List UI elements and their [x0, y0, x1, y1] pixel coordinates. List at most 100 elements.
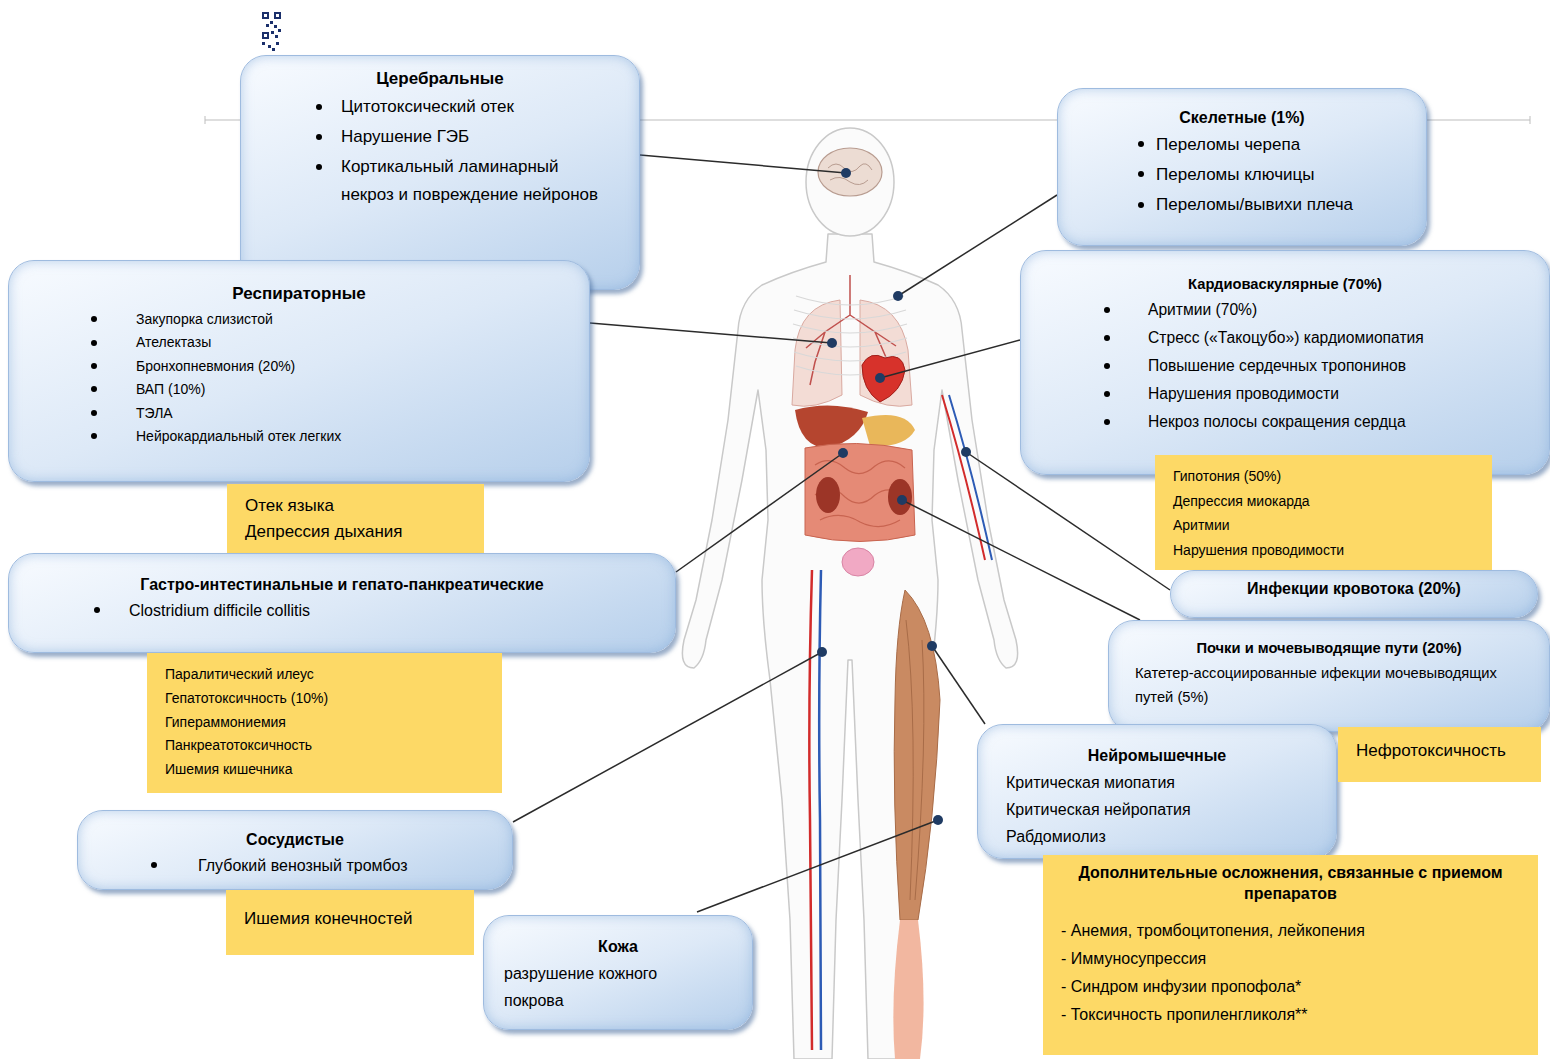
- list-item: Депрессия миокарда: [1155, 489, 1482, 514]
- list-item: Ишемия кишечника: [147, 758, 492, 782]
- list-item: Повышение сердечных тропонинов: [1021, 353, 1529, 378]
- box-heading: Респираторные: [9, 283, 569, 306]
- list-item: Закупорка слизистой: [9, 308, 569, 330]
- box-heading: Церебральные: [241, 68, 609, 91]
- thigh-muscle: [894, 590, 940, 920]
- bladder: [842, 548, 874, 576]
- bullet-dot: [1104, 419, 1110, 425]
- bullet-dot: [94, 607, 100, 613]
- box-heading: Нейромышечные: [978, 745, 1321, 767]
- drug-complication-box: Гипотония (50%)Депрессия миокардаАритмии…: [1155, 455, 1492, 570]
- list-item: Критическая миопатия: [978, 769, 1321, 796]
- complication-box: Гастро-интестинальные и гепато-панкреати…: [8, 553, 676, 653]
- bullet-dot: [1104, 307, 1110, 313]
- list-item: Цитотоксический отек: [241, 93, 609, 120]
- complication-item: Гипераммониемия: [165, 711, 492, 735]
- complication-item: Критическая миопатия: [1006, 769, 1321, 796]
- artery: [942, 395, 985, 560]
- bullet-dot: [316, 164, 322, 170]
- complication-box: НейромышечныеКритическая миопатияКритиче…: [977, 724, 1337, 859]
- head-outline: [806, 128, 894, 236]
- complication-box: РеспираторныеЗакупорка слизистойАтелекта…: [8, 260, 590, 482]
- box-heading: Кожа: [484, 936, 712, 958]
- complication-item: Бронхопневмония (20%): [136, 355, 569, 377]
- complication-item: Цитотоксический отек: [341, 93, 609, 120]
- list-item: Ишемия конечностей: [226, 907, 466, 931]
- complication-item: Гипотония (50%): [1173, 464, 1482, 489]
- bullet-dot: [1138, 171, 1144, 177]
- intestines: [805, 443, 915, 541]
- list-item: разрушение кожного покрова: [484, 960, 712, 1014]
- complication-item: Нефротоксичность: [1356, 739, 1533, 763]
- complication-item: Критическая нейропатия: [1006, 796, 1321, 823]
- bullet-dot: [91, 363, 97, 369]
- box-heading: Дополнительные осложнения, связанные с п…: [1043, 863, 1518, 905]
- list-item: ВАП (10%): [9, 378, 569, 400]
- complication-box: ЦеребральныеЦитотоксический отекНарушени…: [240, 55, 640, 290]
- bullet-dot: [91, 433, 97, 439]
- complication-item: Катетер-ассоциированные ифекции мочевыво…: [1135, 661, 1537, 710]
- list-item: Нарушение ГЭБ: [241, 123, 609, 150]
- bullet-dot: [91, 316, 97, 322]
- list-item: Гипераммониемия: [147, 711, 492, 735]
- muscle-fibres: [906, 620, 924, 900]
- list-item: Переломы/вывихи плеча: [1058, 191, 1406, 218]
- list-item: Нарушения проводимости: [1155, 538, 1482, 563]
- vein: [819, 570, 821, 1050]
- complication-item: Нарушения проводимости: [1148, 381, 1529, 406]
- list-item: Нефротоксичность: [1338, 739, 1533, 763]
- bullet-dot: [1138, 202, 1144, 208]
- box-heading: Гастро-интестинальные и гепато-панкреати…: [9, 574, 655, 596]
- list-item: Критическая нейропатия: [978, 796, 1321, 823]
- complication-item: - Токсичность пропиленгликоля**: [1061, 1001, 1518, 1029]
- brain-gyri: [828, 164, 872, 185]
- bullet-dot: [316, 104, 322, 110]
- complication-item: Некроз полосы сокращения сердца: [1148, 409, 1529, 434]
- drug-complication-box: Паралитический илеусГепатотоксичность (1…: [147, 653, 502, 793]
- complication-item: Депрессия дыхания: [245, 519, 474, 545]
- drug-complication-box: Нефротоксичность: [1338, 727, 1541, 782]
- complication-item: Переломы/вывихи плеча: [1156, 191, 1406, 218]
- list-item: Некроз полосы сокращения сердца: [1021, 409, 1529, 434]
- complication-item: Нарушение ГЭБ: [341, 123, 609, 150]
- complication-item: ТЭЛА: [136, 402, 569, 424]
- complication-item: Депрессия миокарда: [1173, 489, 1482, 514]
- complication-item: - Синдром инфузии пропофола*: [1061, 973, 1518, 1001]
- list-item: Переломы ключицы: [1058, 161, 1406, 188]
- complication-item: Аритмии: [1173, 513, 1482, 538]
- complication-item: - Анемия, тромбоцитопения, лейкопения: [1061, 917, 1518, 945]
- list-item: Катетер-ассоциированные ифекции мочевыво…: [1109, 661, 1537, 710]
- calf-muscle: [893, 920, 923, 1059]
- bullet-dot: [91, 410, 97, 416]
- bullet-dot: [151, 862, 157, 868]
- complication-box: Скелетные (1%)Переломы черепаПереломы кл…: [1057, 88, 1427, 246]
- complication-item: Закупорка слизистой: [136, 308, 569, 330]
- qr-code: [262, 12, 281, 51]
- bullet-dot: [91, 386, 97, 392]
- complication-item: Ишемия кишечника: [165, 758, 492, 782]
- complication-item: Панкреатотоксичность: [165, 734, 492, 758]
- bullet-dot: [1104, 391, 1110, 397]
- complication-box: Почки и мочевыводящие пути (20%)Катетер-…: [1108, 620, 1550, 732]
- rule-tick: [205, 116, 206, 124]
- list-item: Глубокий венозный тромбоз: [78, 853, 492, 879]
- box-heading: Кардиоваскулярные (70%): [1021, 275, 1529, 295]
- list-item: - Токсичность пропиленгликоля**: [1043, 1001, 1518, 1029]
- list-item: ТЭЛА: [9, 402, 569, 424]
- box-heading: Скелетные (1%): [1058, 107, 1406, 129]
- list-item: Депрессия дыхания: [227, 519, 474, 545]
- complication-item: Повышение сердечных тропонинов: [1148, 353, 1529, 378]
- complication-item: Ишемия конечностей: [244, 907, 466, 931]
- complication-box: Инфекции кровотока (20%): [1170, 570, 1538, 618]
- complication-item: Кортикальный ламинарный некроз и поврежд…: [341, 153, 609, 207]
- list-item: Нейрокардиальный отек легких: [9, 425, 569, 447]
- bullet-dot: [1104, 335, 1110, 341]
- list-item: Кортикальный ламинарный некроз и поврежд…: [241, 153, 609, 207]
- complication-item: Ателектазы: [136, 331, 569, 353]
- box-heading: Сосудистые: [78, 829, 492, 851]
- pancreas: [862, 415, 915, 446]
- list-item: Clostridium difficile collitis: [9, 598, 655, 624]
- leader-dots: [817, 168, 971, 825]
- box-heading: Инфекции кровотока (20%): [1171, 578, 1527, 600]
- list-item: Бронхопневмония (20%): [9, 355, 569, 377]
